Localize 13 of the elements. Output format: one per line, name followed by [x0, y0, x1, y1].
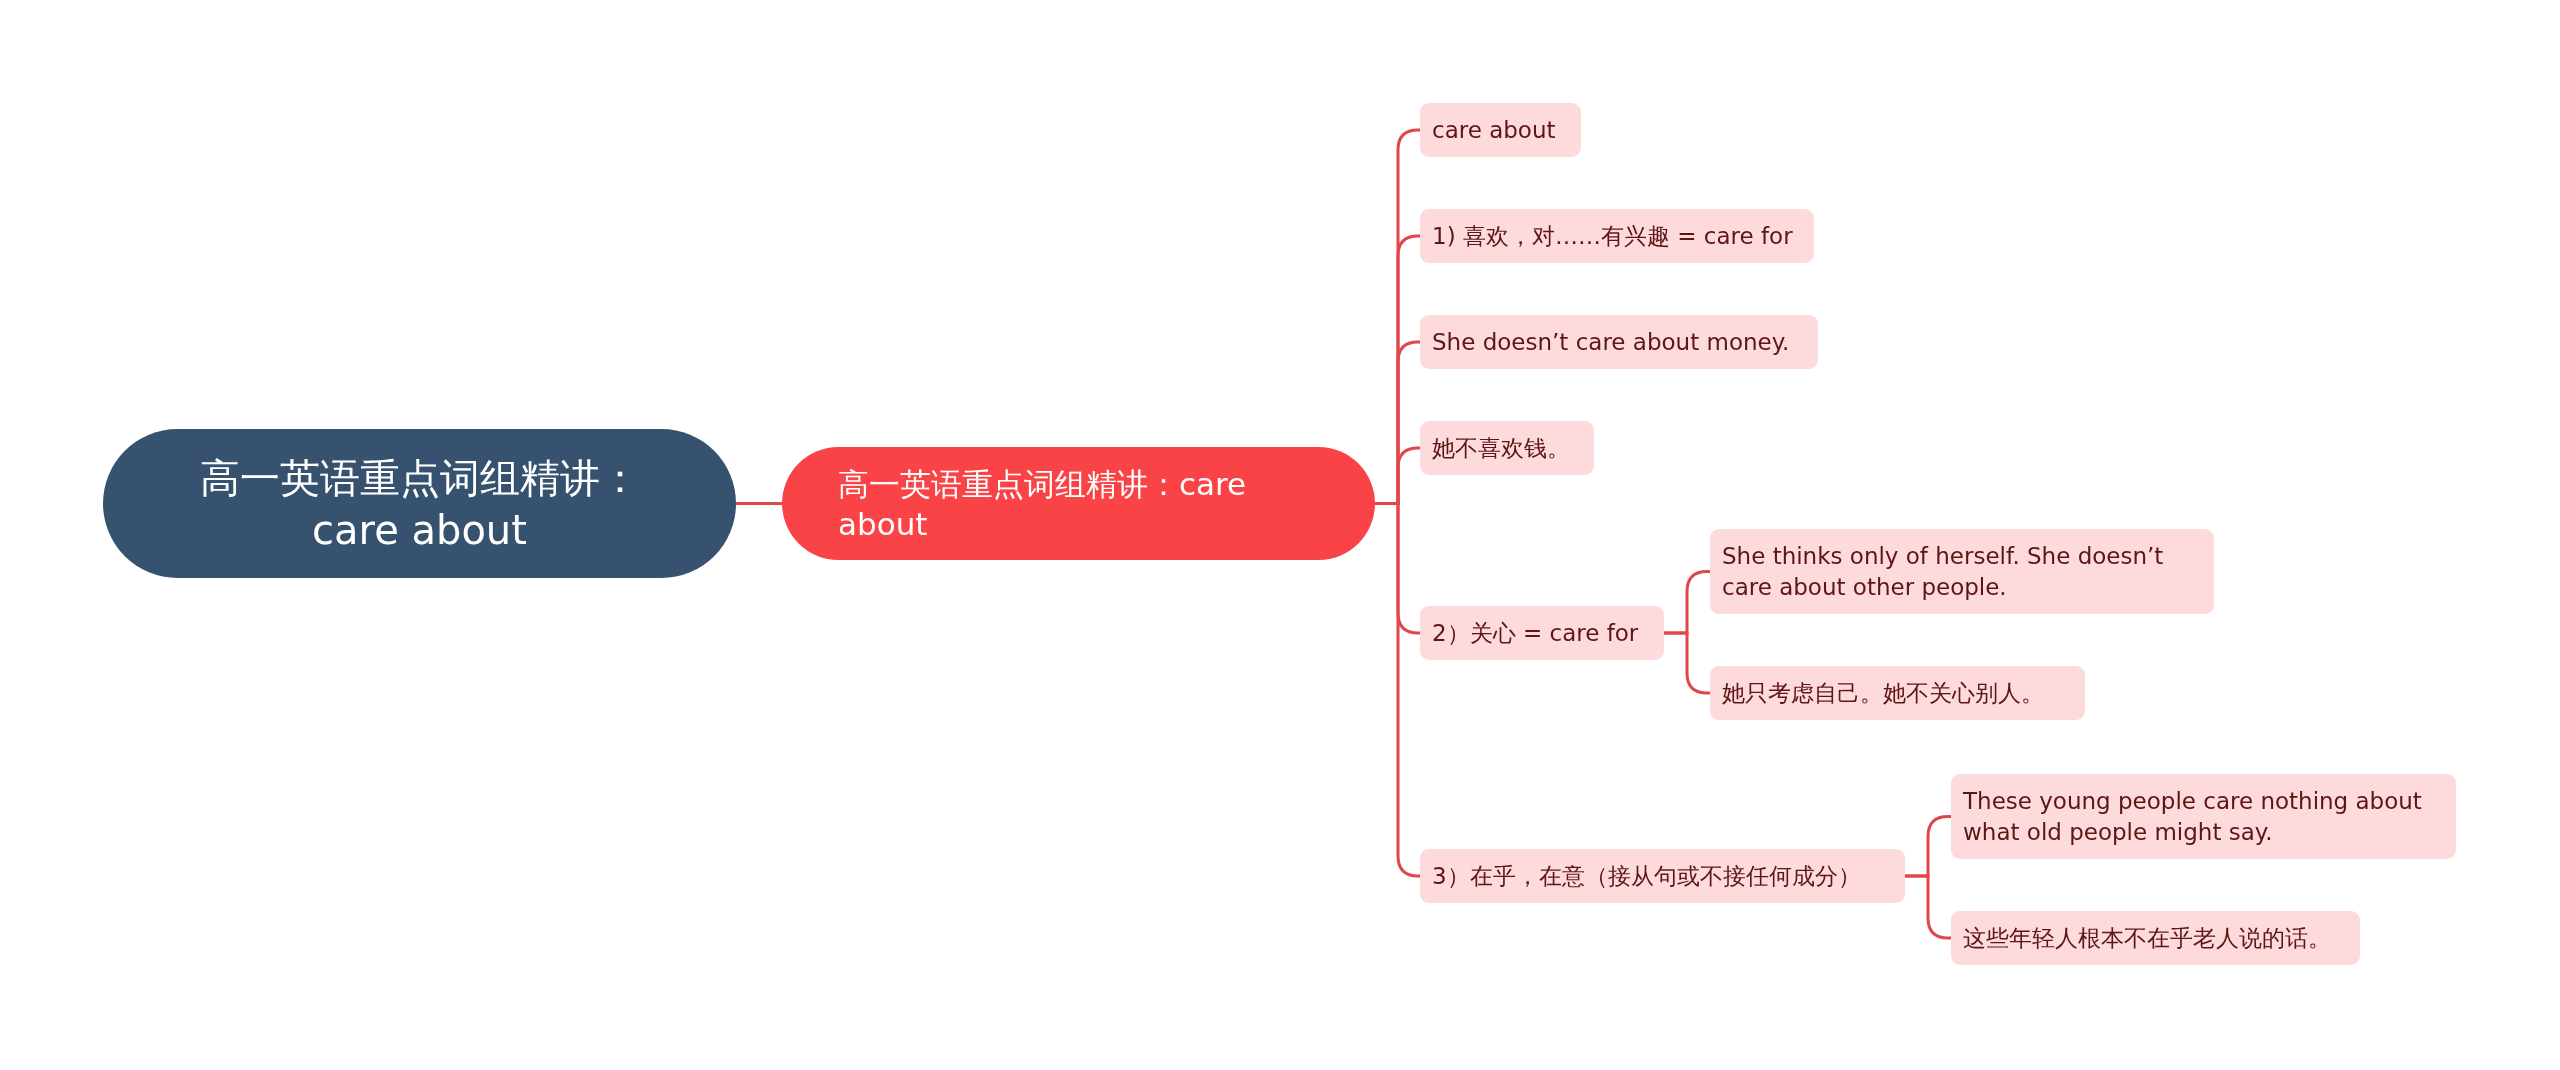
subtopic-box: 她不喜欢钱。: [1420, 421, 1594, 475]
subtopic-box: She doesn’t care about money.: [1420, 315, 1818, 369]
connector-line: [736, 502, 782, 505]
subtopic-box: 她只考虑自己。她不关心别人。: [1710, 666, 2085, 720]
subtopic-box: 这些年轻人根本不在乎老人说的话。: [1951, 911, 2360, 965]
subtopic-box: care about: [1420, 103, 1581, 157]
subtopic-box: 3）在乎，在意（接从句或不接任何成分）: [1420, 849, 1905, 903]
subtopic-box: 1) 喜欢，对……有兴趣 = care for: [1420, 209, 1814, 263]
subtopic-box: She thinks only of herself. She doesn’t care about other people.: [1710, 529, 2214, 614]
subtopic-box: 2）关心 = care for: [1420, 606, 1664, 660]
central-topic: 高一英语重点词组精讲：care about: [103, 429, 736, 578]
main-topic: 高一英语重点词组精讲：care about: [782, 447, 1375, 560]
subtopic-box: These young people care nothing about what old people might say.: [1951, 774, 2456, 859]
